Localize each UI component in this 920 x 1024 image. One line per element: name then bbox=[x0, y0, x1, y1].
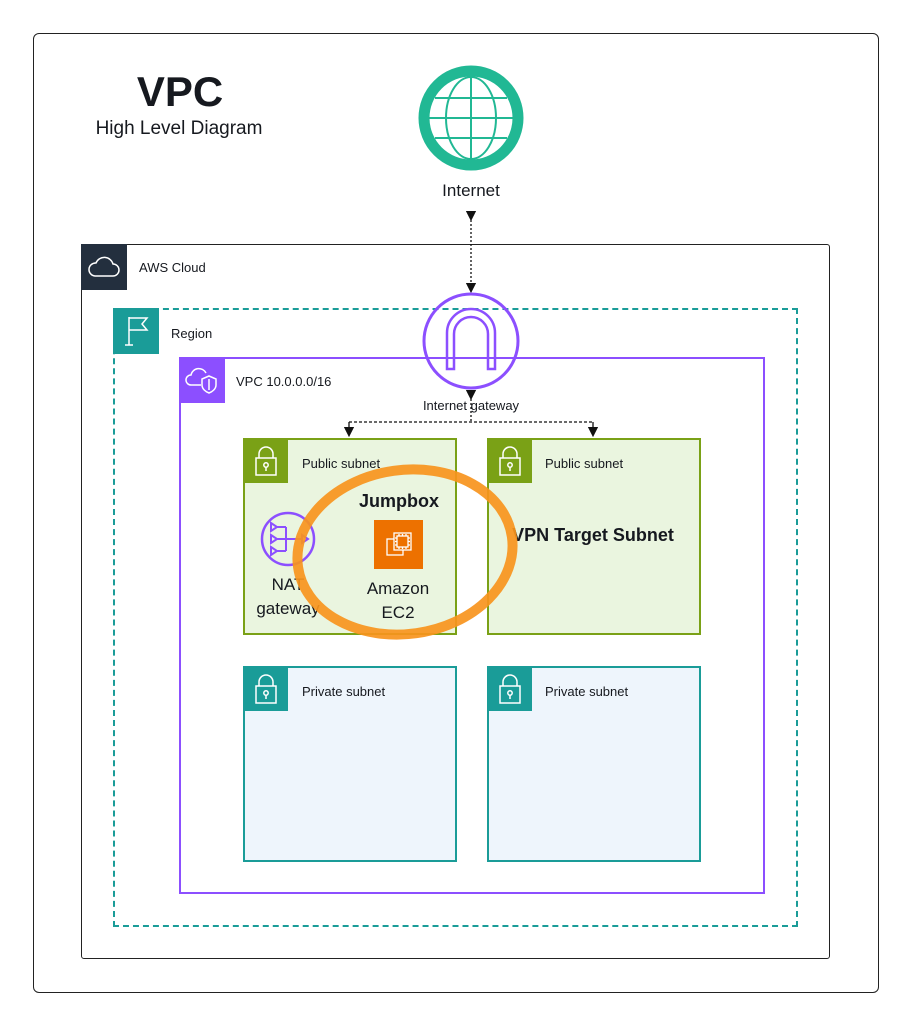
page-subtitle: High Level Diagram bbox=[95, 118, 263, 139]
ec2-label-line2: EC2 bbox=[381, 603, 415, 622]
aws-cloud-label: AWS Cloud bbox=[139, 260, 206, 275]
vpc-group bbox=[179, 357, 765, 894]
internet-label: Internet bbox=[442, 181, 500, 200]
internet-gateway-icon bbox=[422, 292, 520, 390]
lock-icon bbox=[487, 438, 532, 483]
lock-icon bbox=[243, 438, 288, 483]
diagram-frame bbox=[33, 33, 879, 993]
subnet-label: Private subnet bbox=[545, 684, 629, 699]
ec2-icon bbox=[374, 520, 423, 569]
region-group bbox=[113, 308, 798, 927]
region-label: Region bbox=[171, 326, 213, 341]
subnet-label: Public subnet bbox=[545, 456, 624, 471]
ec2-label: Amazon EC2 bbox=[367, 577, 429, 625]
jumpbox-title: Jumpbox bbox=[358, 491, 440, 511]
internet-gateway-label: Internet gateway bbox=[422, 398, 520, 413]
subnet-label: Public subnet bbox=[302, 456, 381, 471]
subnet-label: Private subnet bbox=[302, 684, 386, 699]
cloud-icon bbox=[81, 244, 127, 290]
page-title: VPC bbox=[136, 68, 224, 115]
vpc-shield-icon bbox=[179, 357, 225, 403]
aws-cloud-group bbox=[81, 244, 830, 959]
lock-icon bbox=[487, 666, 532, 711]
globe-icon bbox=[418, 65, 524, 171]
vpn-target-subnet-title: VPN Target Subnet bbox=[512, 525, 674, 545]
ec2-label-line1: Amazon bbox=[366, 579, 430, 598]
highlight-ellipse bbox=[292, 464, 518, 640]
nat-label-line2: gateway bbox=[256, 599, 320, 618]
vpc-label: VPC 10.0.0.0/16 bbox=[236, 374, 332, 389]
lock-icon bbox=[243, 666, 288, 711]
flag-icon bbox=[113, 308, 159, 354]
